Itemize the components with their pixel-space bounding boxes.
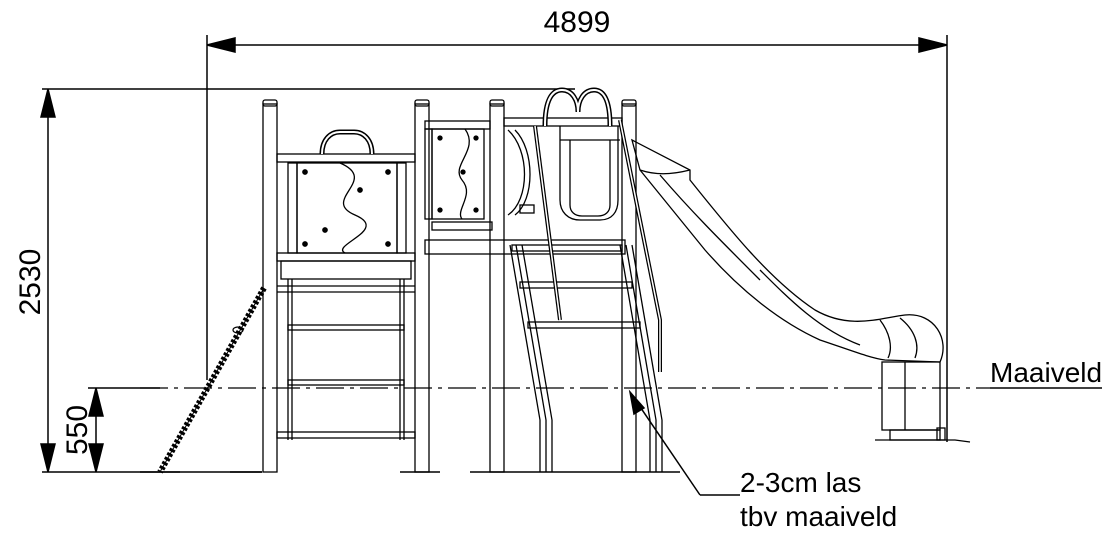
dimension-width-label: 4899 <box>544 6 611 39</box>
dimension-width <box>206 35 948 442</box>
dimension-height-label: 2530 <box>14 249 47 316</box>
left-tower <box>230 99 440 473</box>
ground-level-label: Maaiveld <box>990 357 1102 388</box>
tube-slide <box>630 138 971 443</box>
weld-note-leader <box>628 389 740 496</box>
dimension-depth <box>88 387 160 473</box>
dimension-depth-label: 550 <box>61 405 94 455</box>
middle-tower <box>424 87 680 473</box>
climbing-rope <box>140 286 267 474</box>
weld-note-line1: 2-3cm las <box>740 467 861 498</box>
weld-note-line2: tbv maaiveld <box>740 501 897 532</box>
dimension-height <box>40 88 575 473</box>
